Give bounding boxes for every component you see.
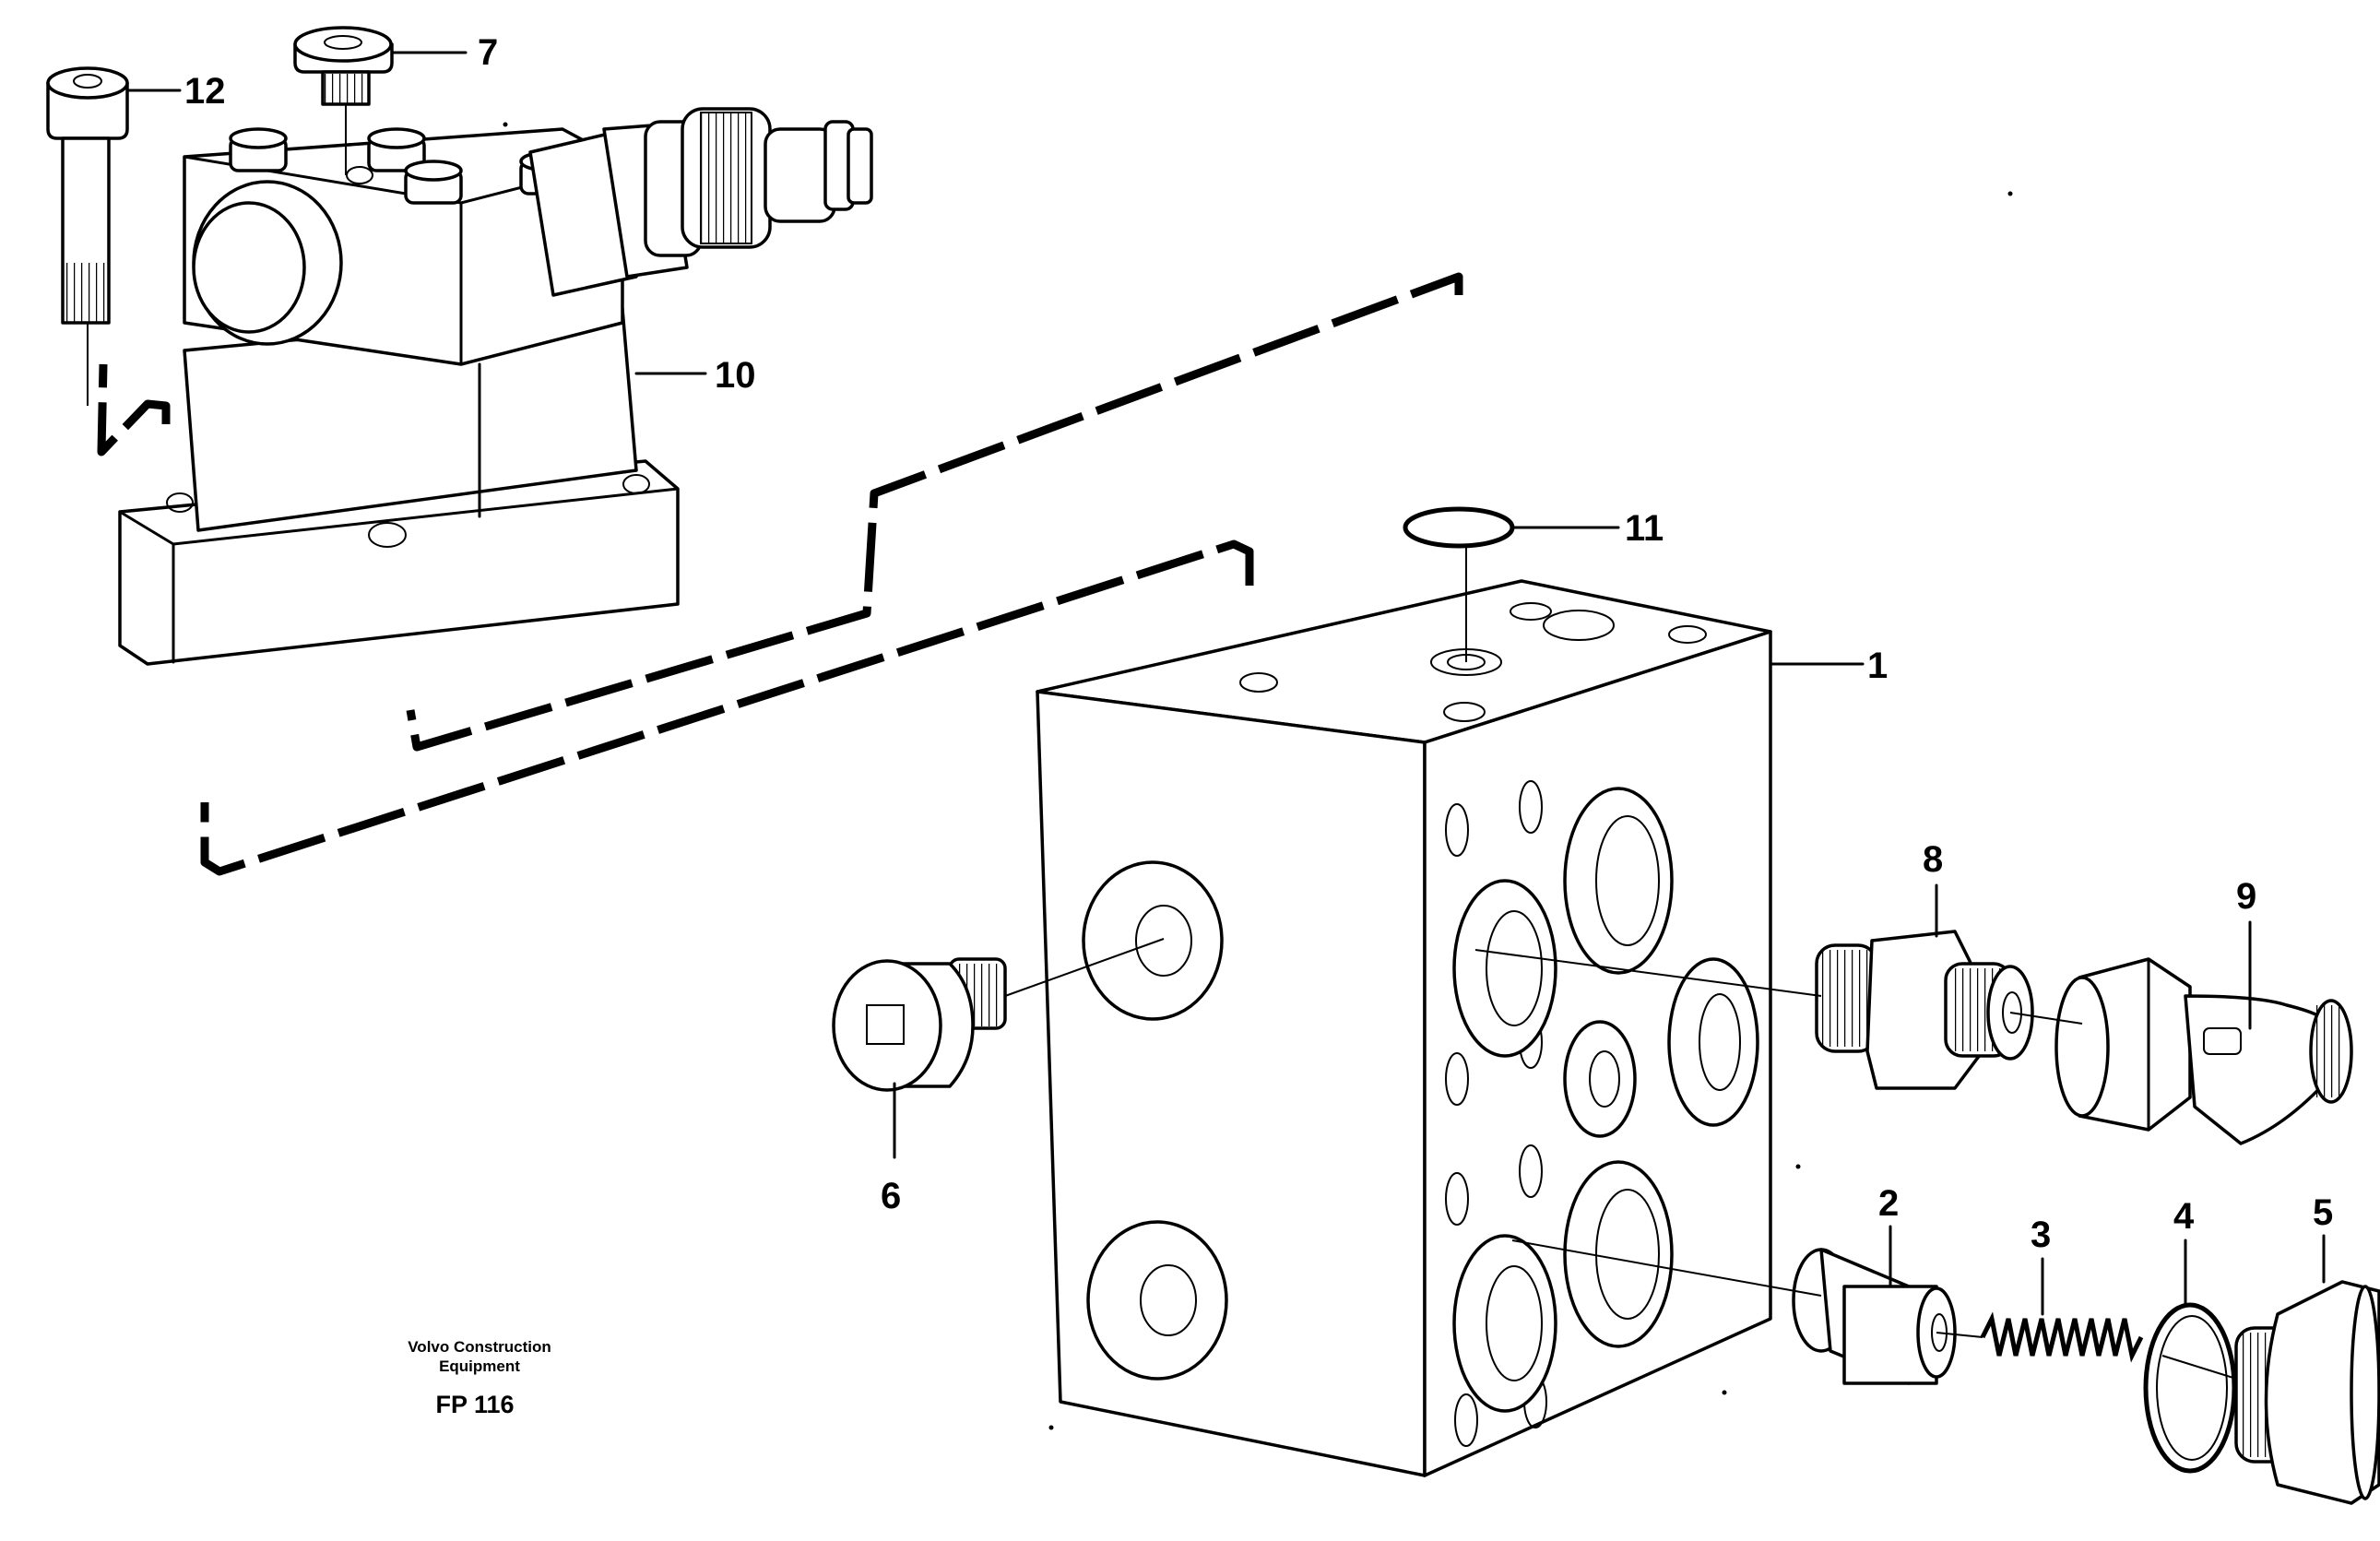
callout-12: 12 (184, 71, 226, 112)
plug-part-7 (293, 26, 394, 106)
valve-housing-part-10 (118, 107, 873, 666)
callout-9: 9 (2236, 876, 2256, 917)
hex-plug-part-5 (2234, 1280, 2380, 1505)
callout-1: 1 (1867, 646, 1888, 686)
o-ring-part-4 (2143, 1302, 2237, 1474)
o-ring-part-4-inner (2156, 1315, 2228, 1461)
elbow-fitting-part-9 (2054, 957, 2353, 1145)
callout-8: 8 (1923, 839, 1943, 880)
callout-2: 2 (1878, 1183, 1899, 1224)
leader-lines (127, 51, 2326, 1316)
callout-7: 7 (478, 32, 498, 73)
adapter-part-8 (1815, 930, 2034, 1090)
bolt-part-12 (46, 66, 129, 325)
figure-caption: Volvo Construction Equipment FP 116 (408, 1338, 551, 1418)
caption-figure-code: FP 116 (435, 1391, 514, 1418)
valve-block-part-1 (1036, 579, 1772, 1477)
callout-5: 5 (2313, 1192, 2333, 1233)
spring-part-3 (1980, 1311, 2144, 1363)
caption-maker-line1: Volvo Construction (408, 1338, 551, 1356)
callout-3: 3 (2031, 1215, 2051, 1255)
o-ring-part-11 (1403, 506, 1515, 549)
spool-part-2 (1792, 1248, 1957, 1385)
assembly-dashed-paths (97, 272, 1463, 876)
plug-part-6 (832, 957, 1007, 1092)
callout-10: 10 (715, 355, 756, 396)
callout-labels: 12 7 10 11 1 6 8 9 2 3 4 5 (184, 32, 2333, 1255)
assembly-axis-lines (87, 104, 2237, 1380)
callout-11: 11 (1625, 508, 1664, 549)
callout-4: 4 (2173, 1196, 2195, 1237)
scan-specks (503, 122, 2013, 1430)
caption-maker-line2: Equipment (439, 1357, 520, 1375)
callout-6: 6 (881, 1176, 901, 1216)
